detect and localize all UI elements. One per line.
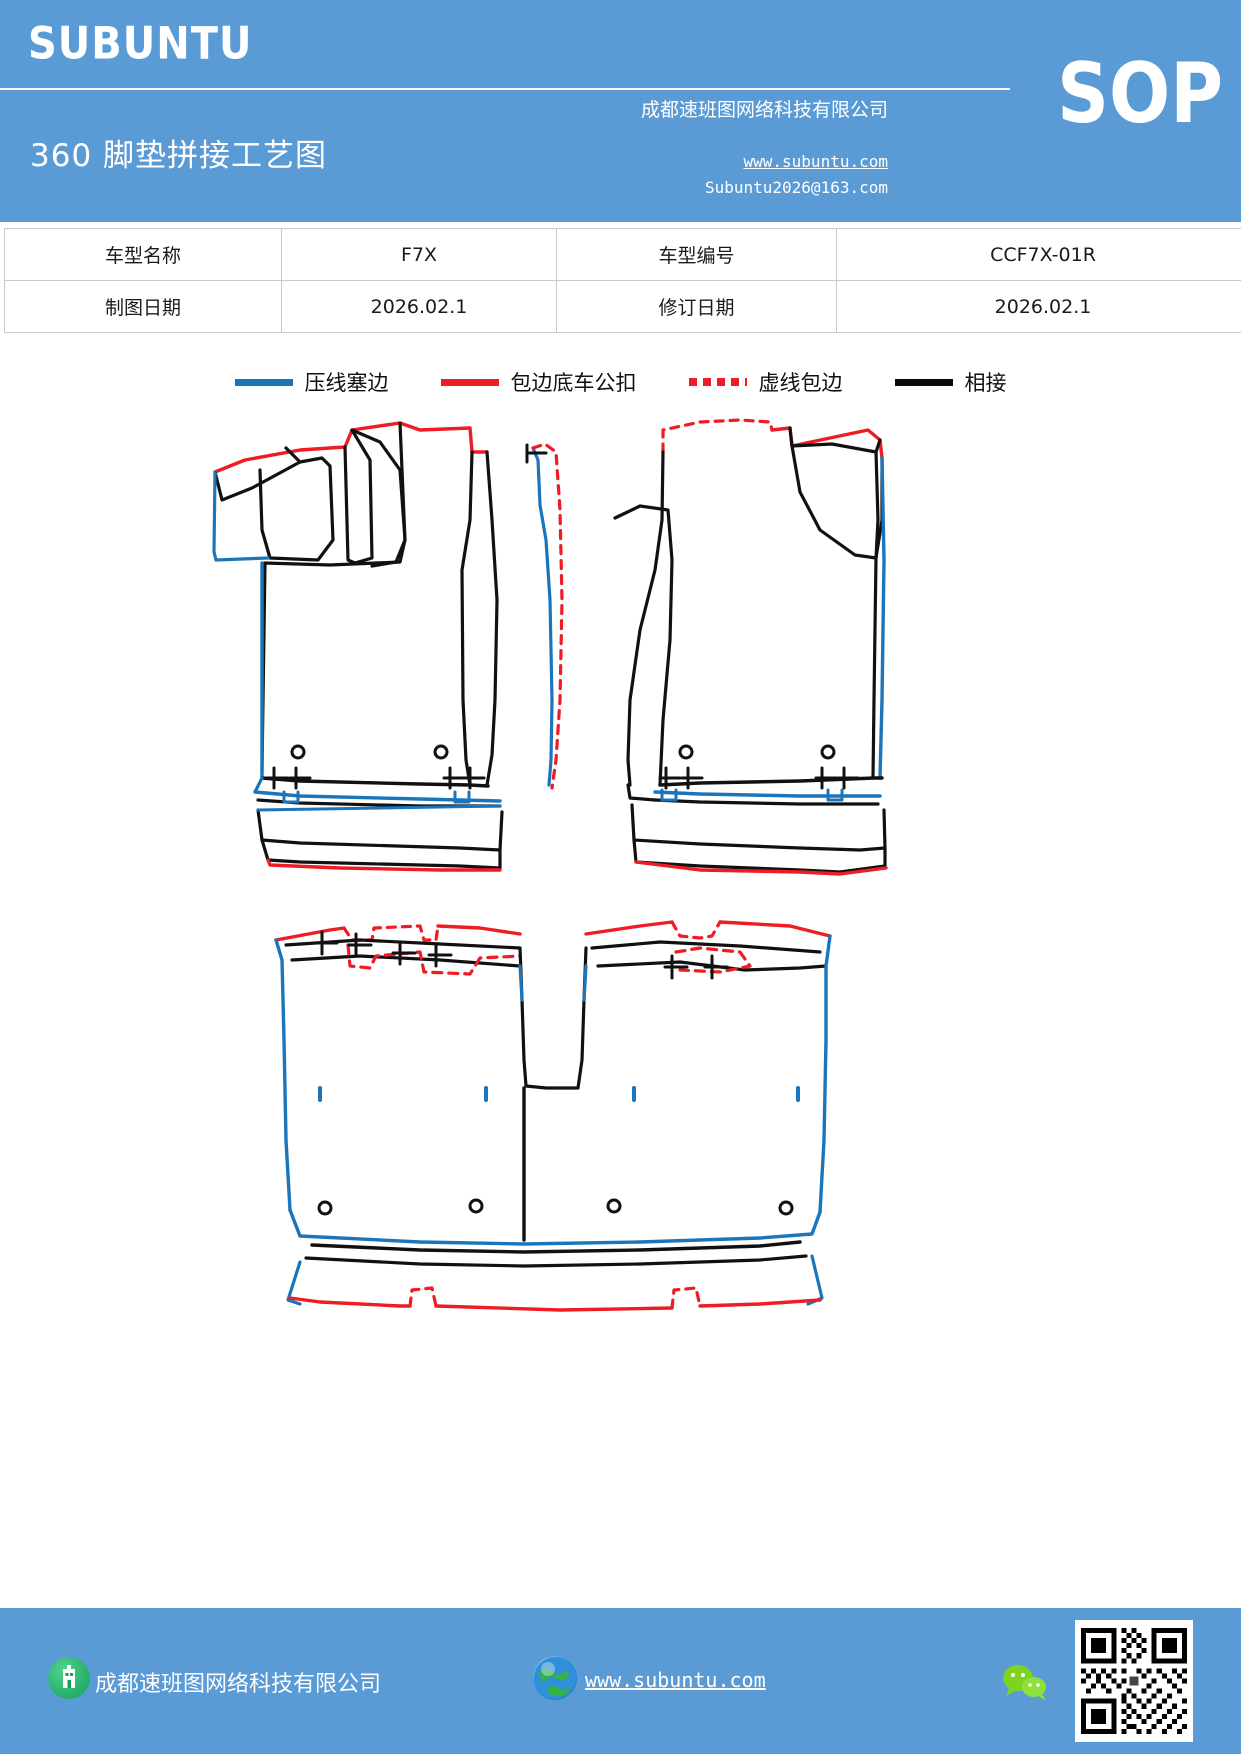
legend-item-bound-edge-bottom-male-buckle: 包边底车公扣 [440, 367, 637, 397]
table-row: 制图日期 2026.02.1 修订日期 2026.02.1 [4, 280, 1241, 333]
front-right-mat [613, 418, 888, 876]
header-email: Subuntu2026@163.com [704, 178, 888, 197]
rear-mat [274, 920, 832, 1312]
qr-code [1075, 1620, 1193, 1742]
legend-label: 相接 [964, 371, 1007, 395]
globe-icon [533, 1656, 577, 1700]
footer-website-link[interactable]: www.subuntu.com [585, 1668, 766, 1692]
header-website-link[interactable]: www.subuntu.com [743, 152, 889, 171]
footer-company-name: 成都速班图网络科技有限公司 [95, 1672, 382, 1697]
vehicle-info-table: 车型名称 F7X 车型编号 CCF7X-01R 制图日期 2026.02.1 修… [4, 228, 1241, 333]
label-model-code: 车型编号 [556, 228, 837, 281]
legend-item-press-line-tuck-edge: 压线塞边 [234, 367, 389, 397]
brand-logo: SUBUNTU [28, 18, 253, 70]
legend-label: 包边底车公扣 [510, 371, 637, 395]
label-draw-date: 制图日期 [4, 280, 282, 333]
legend-swatch-red-dashed-icon [688, 378, 747, 386]
mat-assembly-drawing [0, 400, 1241, 1420]
legend-swatch-red-solid-icon [440, 378, 499, 386]
page-footer: 成都速班图网络科技有限公司 www.subuntu.com [0, 1608, 1241, 1754]
value-model-code: CCF7X-01R [836, 228, 1241, 281]
legend-label: 虚线包边 [758, 371, 843, 395]
table-row: 车型名称 F7X 车型编号 CCF7X-01R [4, 228, 1241, 281]
header-company-name: 成都速班图网络科技有限公司 [640, 99, 888, 121]
page-header: SUBUNTU 成都速班图网络科技有限公司 360 脚垫拼接工艺图 www.su… [0, 0, 1241, 222]
building-icon [48, 1657, 90, 1699]
header-divider [0, 88, 1010, 90]
page-title: 360 脚垫拼接工艺图 [30, 138, 328, 174]
label-revision-date: 修订日期 [556, 280, 837, 333]
legend-item-joint: 相接 [894, 367, 1007, 397]
legend-swatch-black-solid-icon [894, 378, 953, 386]
wechat-icon [1000, 1663, 1052, 1701]
value-draw-date: 2026.02.1 [281, 280, 557, 333]
legend-swatch-blue-solid-icon [234, 378, 293, 386]
drawing-svg [212, 418, 888, 1312]
document-type-label: SOP [1057, 45, 1223, 142]
label-model-name: 车型名称 [4, 228, 282, 281]
legend-label: 压线塞边 [304, 371, 389, 395]
value-revision-date: 2026.02.1 [836, 280, 1241, 333]
legend: 压线塞边 包边底车公扣 虚线包边 相接 [0, 358, 1241, 406]
front-left-mat [212, 421, 564, 872]
value-model-name: F7X [281, 228, 557, 281]
legend-item-dashed-bound-edge: 虚线包边 [688, 367, 843, 397]
